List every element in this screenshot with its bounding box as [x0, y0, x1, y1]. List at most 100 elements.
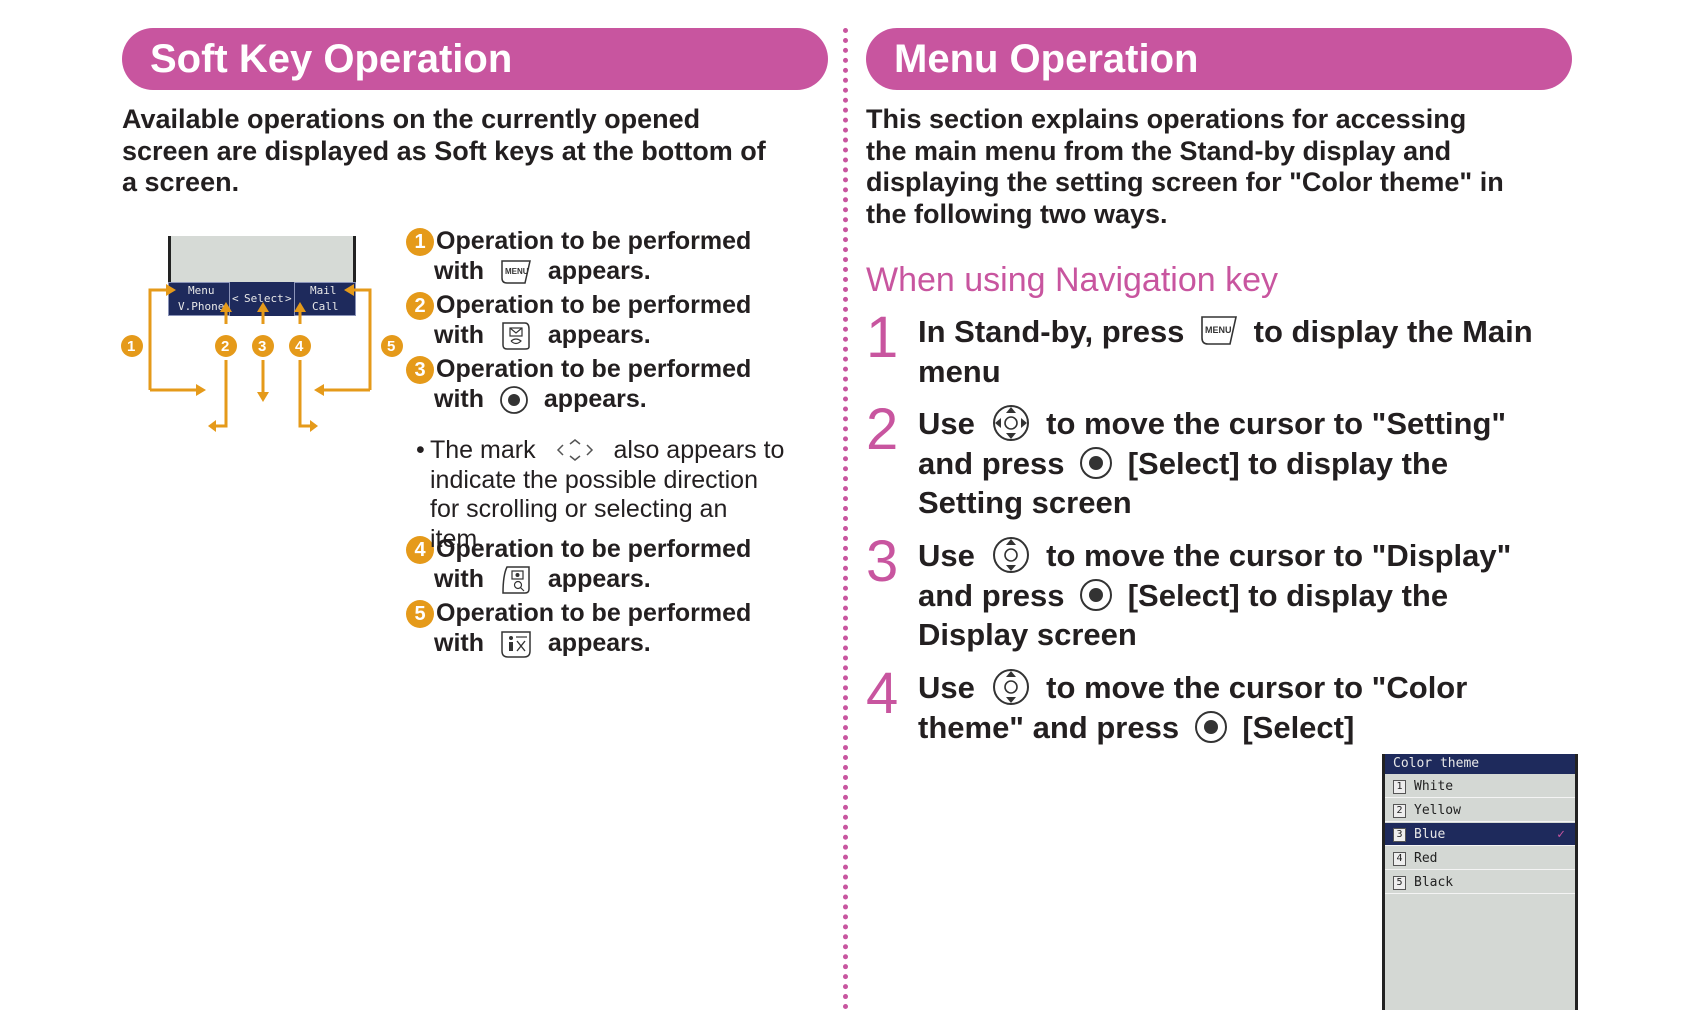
intro-line: the main menu from the Stand-by display …: [866, 135, 1452, 166]
step-fragment: to display the Main: [1253, 314, 1533, 349]
checkmark-icon: ✓: [1557, 827, 1565, 842]
option-label: Yellow: [1414, 803, 1461, 818]
operation-text: Operation to be performed: [436, 227, 752, 255]
option-label: Black: [1414, 875, 1454, 890]
column-divider: [843, 28, 848, 1010]
operation-line2: with appears.: [434, 564, 651, 595]
step-number: 3: [866, 529, 899, 594]
option-number: 4: [1393, 851, 1406, 866]
note-line-2: indicate the possible direction: [430, 465, 758, 494]
step-fragment: Use: [918, 406, 975, 441]
note-line-4: item.: [430, 524, 485, 553]
option-number: 2: [1393, 803, 1406, 818]
softkey-select-left-arrow: <: [232, 292, 239, 305]
intro-line: the following two ways.: [866, 198, 1168, 229]
step-fragment: [Select] to display the: [1127, 445, 1449, 481]
menu-key-icon: MENU: [501, 260, 531, 285]
step-fragment: Use: [918, 538, 975, 573]
marker-5: 5: [381, 335, 403, 357]
svg-text:3: 3: [258, 338, 266, 355]
center-key-icon: [1194, 710, 1227, 743]
note-text: also appears to: [613, 436, 785, 464]
with-label: with: [434, 629, 484, 657]
center-key-icon: [1080, 446, 1113, 479]
color-theme-option[interactable]: 2 Yellow: [1385, 799, 1575, 822]
up-down-nav-key-icon: [992, 537, 1029, 573]
note-text: The mark: [430, 436, 536, 464]
softkey-menu-label: Menu: [188, 284, 215, 297]
with-label: with: [434, 565, 484, 593]
phone-screen-illustration: [168, 236, 356, 286]
step-text: Use to move the cursor to "Color theme" …: [918, 668, 1467, 747]
intro-line: displaying the setting screen for "Color…: [866, 167, 1504, 197]
step-fragment: Display screen: [918, 617, 1137, 652]
marker-4: 4: [289, 335, 311, 357]
svg-text:MENU: MENU: [505, 267, 529, 276]
color-theme-option[interactable]: 4 Red: [1385, 847, 1575, 870]
step-fragment: [Select]: [1242, 709, 1355, 745]
operation-text: Operation to be performed: [436, 355, 752, 383]
option-label: Red: [1414, 851, 1438, 866]
operation-text: Operation to be performed: [436, 535, 752, 563]
intro-line: Available operations on the currently op…: [122, 104, 701, 134]
step-text: In Stand-by, press MENU to display the M…: [918, 312, 1533, 391]
soft-key-bar: Menu V.Phone < Select > Mail Call: [168, 282, 356, 316]
note-line-1: The mark also appears to: [430, 436, 830, 466]
step-fragment: [Select] to display the: [1127, 577, 1449, 613]
svg-text:5: 5: [387, 338, 395, 355]
scroll-direction-mark-icon: [556, 439, 593, 461]
with-label: with: [434, 385, 484, 413]
imode-key-icon: [501, 631, 531, 659]
appears-label: appears.: [547, 565, 651, 593]
intro-line: a screen.: [122, 167, 240, 197]
subheading-navigation-key: When using Navigation key: [866, 261, 1279, 299]
marker-2: 2: [215, 335, 237, 357]
operation-number: 3: [406, 356, 434, 384]
operation-line2: with appears.: [434, 384, 647, 415]
softkey-mail-label: Mail: [310, 284, 337, 297]
softkey-right-box: [294, 282, 356, 316]
option-label: Blue: [1414, 827, 1446, 842]
operation-line2: with appears.: [434, 628, 651, 659]
appears-label: appears.: [547, 321, 651, 349]
operation-line2: with MENU appears.: [434, 256, 651, 286]
svg-text:MENU: MENU: [1205, 325, 1232, 335]
operation-text: Operation to be performed: [436, 599, 752, 627]
step-fragment: to move the cursor to "Setting": [1046, 406, 1507, 441]
step-fragment: theme" and press: [918, 709, 1180, 745]
step-fragment: Use: [918, 670, 975, 705]
with-label: with: [434, 257, 484, 285]
step-number: 2: [866, 397, 899, 462]
camera-key-icon: [502, 566, 530, 595]
step-fragment: and press: [918, 445, 1065, 481]
color-theme-option-selected[interactable]: 3 Blue ✓: [1385, 823, 1575, 846]
operation-text: Operation to be performed: [436, 291, 752, 319]
step-fragment: to move the cursor to "Color: [1046, 670, 1468, 705]
svg-text:4: 4: [295, 338, 304, 355]
intro-line: This section explains operations for acc…: [866, 104, 1467, 134]
step-fragment: menu: [918, 353, 1001, 389]
section-title-menu-operation: Menu Operation: [866, 28, 1572, 90]
softkey-call-label: Call: [312, 300, 339, 313]
option-number: 3: [1393, 827, 1406, 842]
up-down-nav-key-icon: [992, 669, 1029, 705]
appears-label: appears.: [547, 629, 651, 657]
option-number: 5: [1393, 875, 1406, 890]
mail-key-icon: [502, 322, 530, 351]
menu-operation-intro: This section explains operations for acc…: [866, 104, 1578, 230]
color-theme-option[interactable]: 5 Black: [1385, 871, 1575, 894]
operation-number: 1: [406, 228, 434, 256]
softkey-vphone-label: V.Phone: [178, 300, 225, 313]
step-text: Use to move the cursor to "Setting" and …: [918, 404, 1506, 523]
operation-line2: with appears.: [434, 320, 651, 351]
appears-label: appears.: [543, 385, 647, 413]
intro-line: screen are displayed as Soft keys at the…: [122, 135, 766, 166]
menu-key-icon: MENU: [1201, 316, 1238, 345]
note-line-3: for scrolling or selecting an: [430, 495, 728, 523]
step-fragment: and press: [918, 577, 1065, 613]
center-key-icon: [500, 386, 528, 415]
appears-label: appears.: [547, 257, 651, 285]
option-number: 1: [1393, 779, 1406, 794]
